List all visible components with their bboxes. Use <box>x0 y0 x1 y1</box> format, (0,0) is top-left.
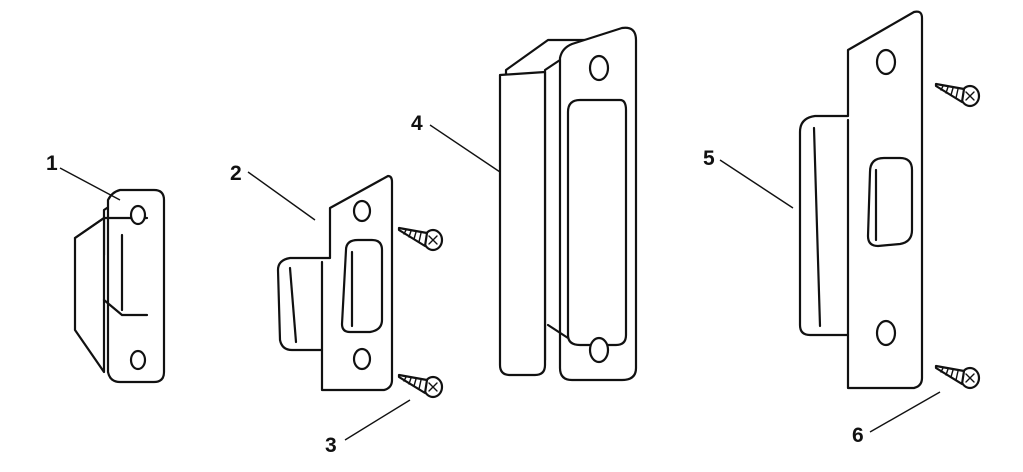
leader-line-1 <box>59 167 121 201</box>
screw-icon <box>397 373 444 399</box>
strike-box-icon <box>73 188 166 384</box>
screw-icon <box>934 82 981 108</box>
callout-5: 5 <box>703 147 715 170</box>
screw-icon <box>934 364 981 390</box>
leader-line-6 <box>869 391 941 433</box>
callout-1: 1 <box>46 152 58 175</box>
leader-line-5 <box>719 159 794 209</box>
strike-box-large-icon <box>498 26 638 382</box>
strike-plate-icon <box>276 174 394 392</box>
screw-icon <box>397 226 444 252</box>
callout-3: 3 <box>325 434 337 457</box>
leader-line-4 <box>429 124 501 173</box>
callout-2: 2 <box>230 162 242 185</box>
callout-6: 6 <box>852 424 864 447</box>
leader-line-3 <box>344 399 411 441</box>
leader-line-2 <box>247 171 316 221</box>
strike-plate-large-icon <box>798 10 924 390</box>
callout-4: 4 <box>411 112 423 135</box>
